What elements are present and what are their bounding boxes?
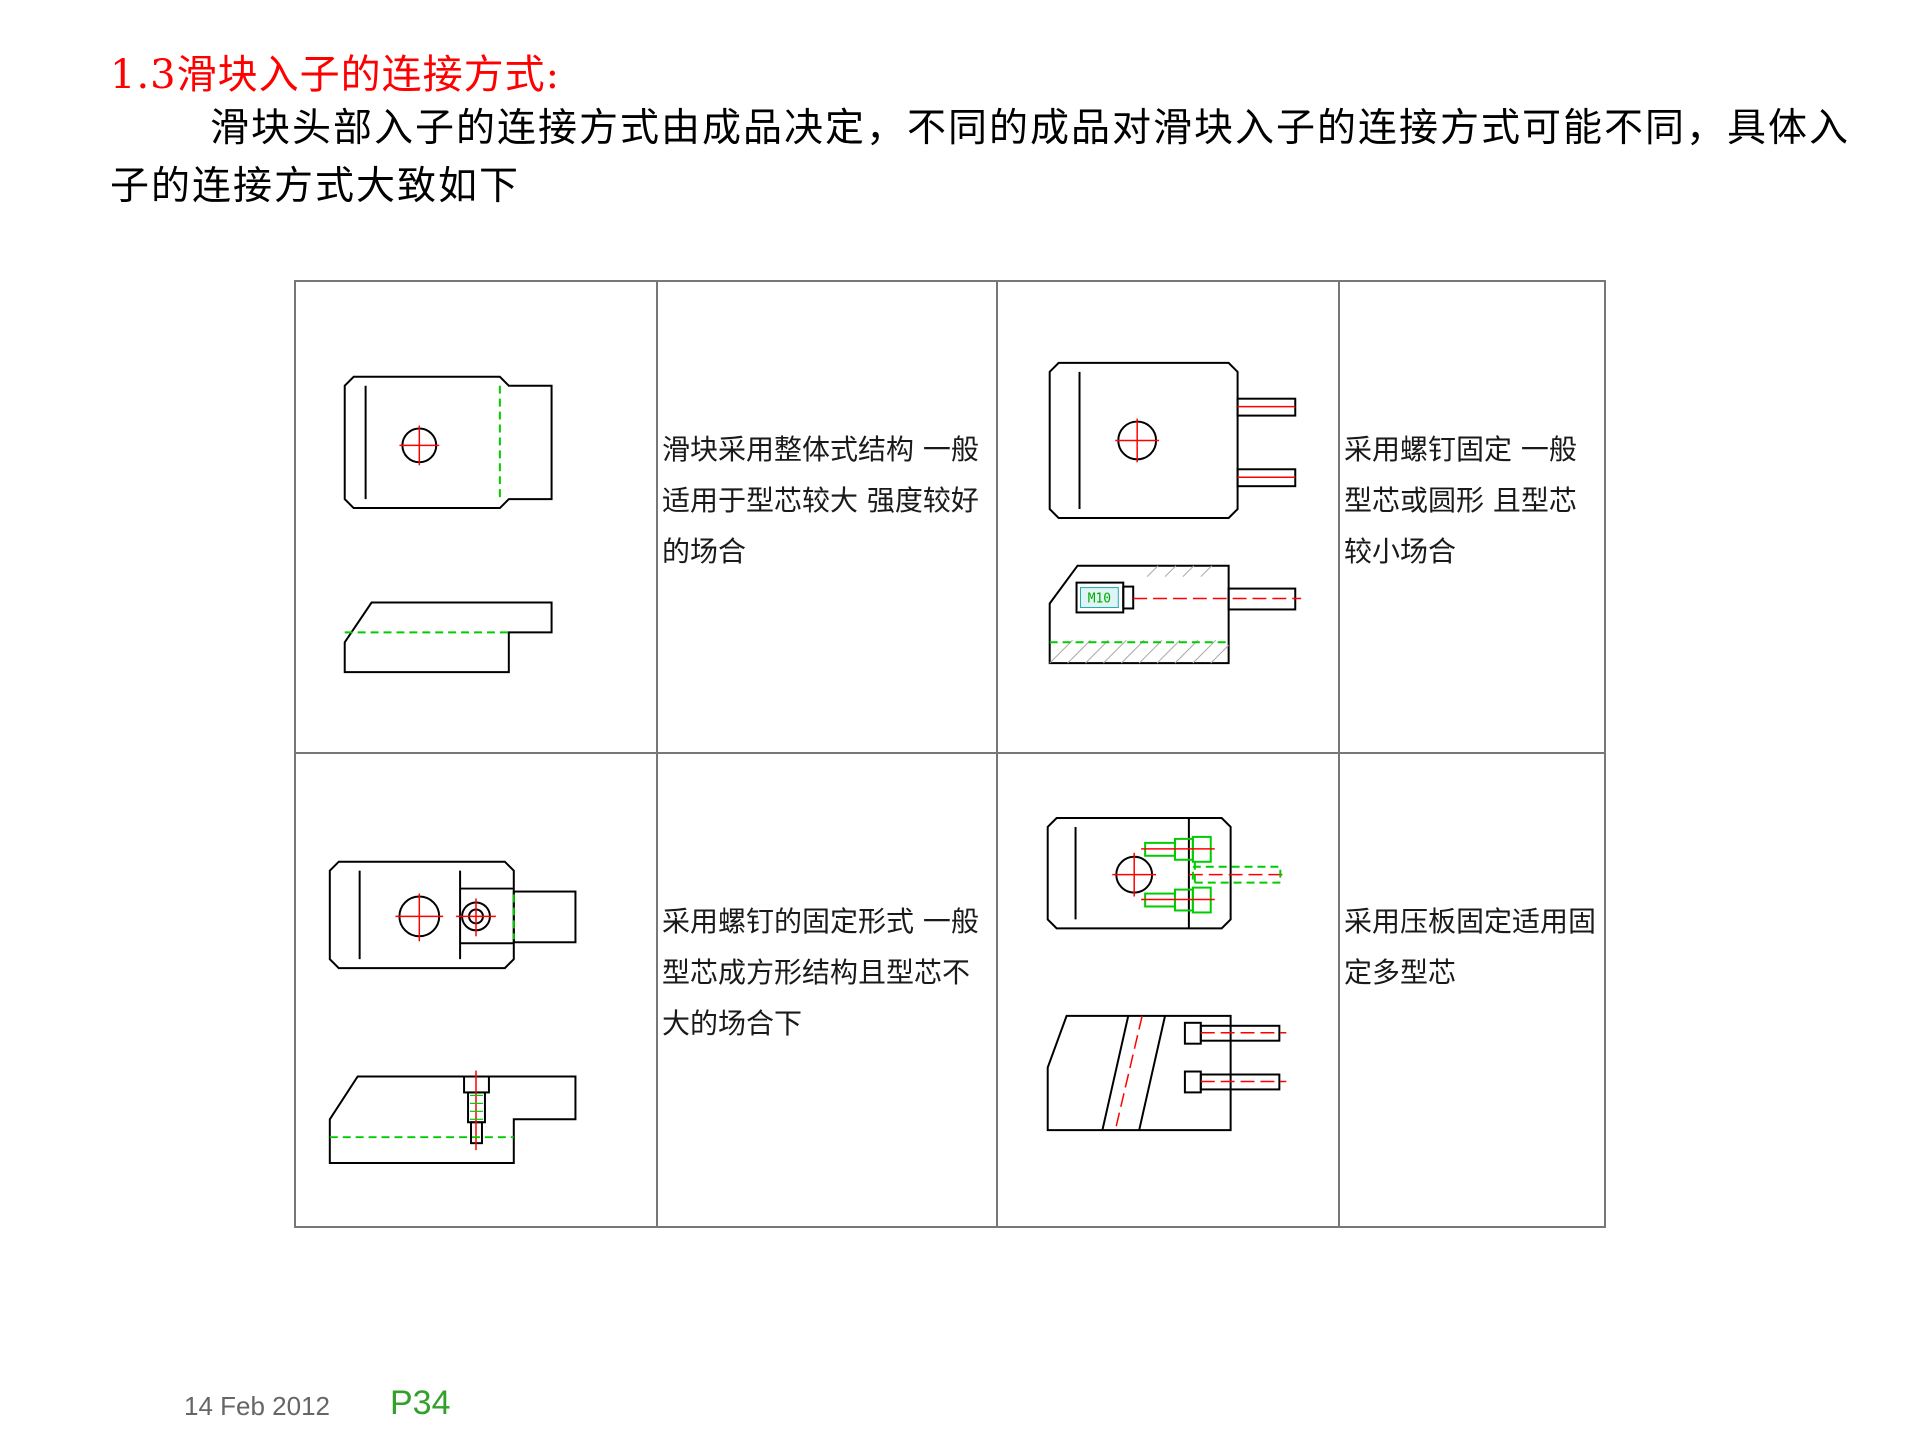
pressure-plate-drawing (1046, 817, 1287, 1132)
screw-fixed-square-core-drawing (328, 860, 577, 1165)
footer-date: 14 Feb 2012 (184, 1391, 331, 1421)
drawing-cell (996, 752, 1340, 1228)
description-cell: 采用螺钉固定 一般型芯或圆形 且型芯较小场合 (1338, 280, 1606, 754)
method-description: 采用螺钉固定 一般型芯或圆形 且型芯较小场合 (1344, 433, 1577, 568)
connection-methods-table: 滑块采用整体式结构 一般适用于型芯较大 强度较好的场合 (294, 280, 1606, 1228)
integral-slider-drawing (343, 375, 553, 674)
intro-paragraph: 滑块头部入子的连接方式由成品决定，不同的成品对滑块入子的连接方式可能不同，具体入… (110, 106, 1851, 209)
description-cell: 采用螺钉的固定形式 一般型芯成方形结构且型芯不大的场合下 (656, 752, 998, 1228)
page-number: P34 (390, 1384, 451, 1422)
table-row: 滑块采用整体式结构 一般适用于型芯较大 强度较好的场合 (294, 280, 1606, 754)
drawing-cell (294, 280, 658, 754)
screw-fixed-round-core-drawing: M10 (1048, 361, 1302, 665)
method-description: 采用压板固定适用固定多型芯 (1344, 905, 1597, 989)
method-description: 滑块采用整体式结构 一般适用于型芯较大 强度较好的场合 (662, 433, 979, 568)
section-heading: 1.3滑块入子的连接方式: (110, 52, 561, 98)
description-cell: 滑块采用整体式结构 一般适用于型芯较大 强度较好的场合 (656, 280, 998, 754)
drawing-cell (294, 752, 658, 1228)
description-cell: 采用压板固定适用固定多型芯 (1338, 752, 1606, 1228)
method-description: 采用螺钉的固定形式 一般型芯成方形结构且型芯不大的场合下 (662, 905, 979, 1040)
thread-size-label: M10 (1088, 591, 1111, 606)
table-row: 采用螺钉的固定形式 一般型芯成方形结构且型芯不大的场合下 (294, 752, 1606, 1228)
drawing-cell: M10 (996, 280, 1340, 754)
